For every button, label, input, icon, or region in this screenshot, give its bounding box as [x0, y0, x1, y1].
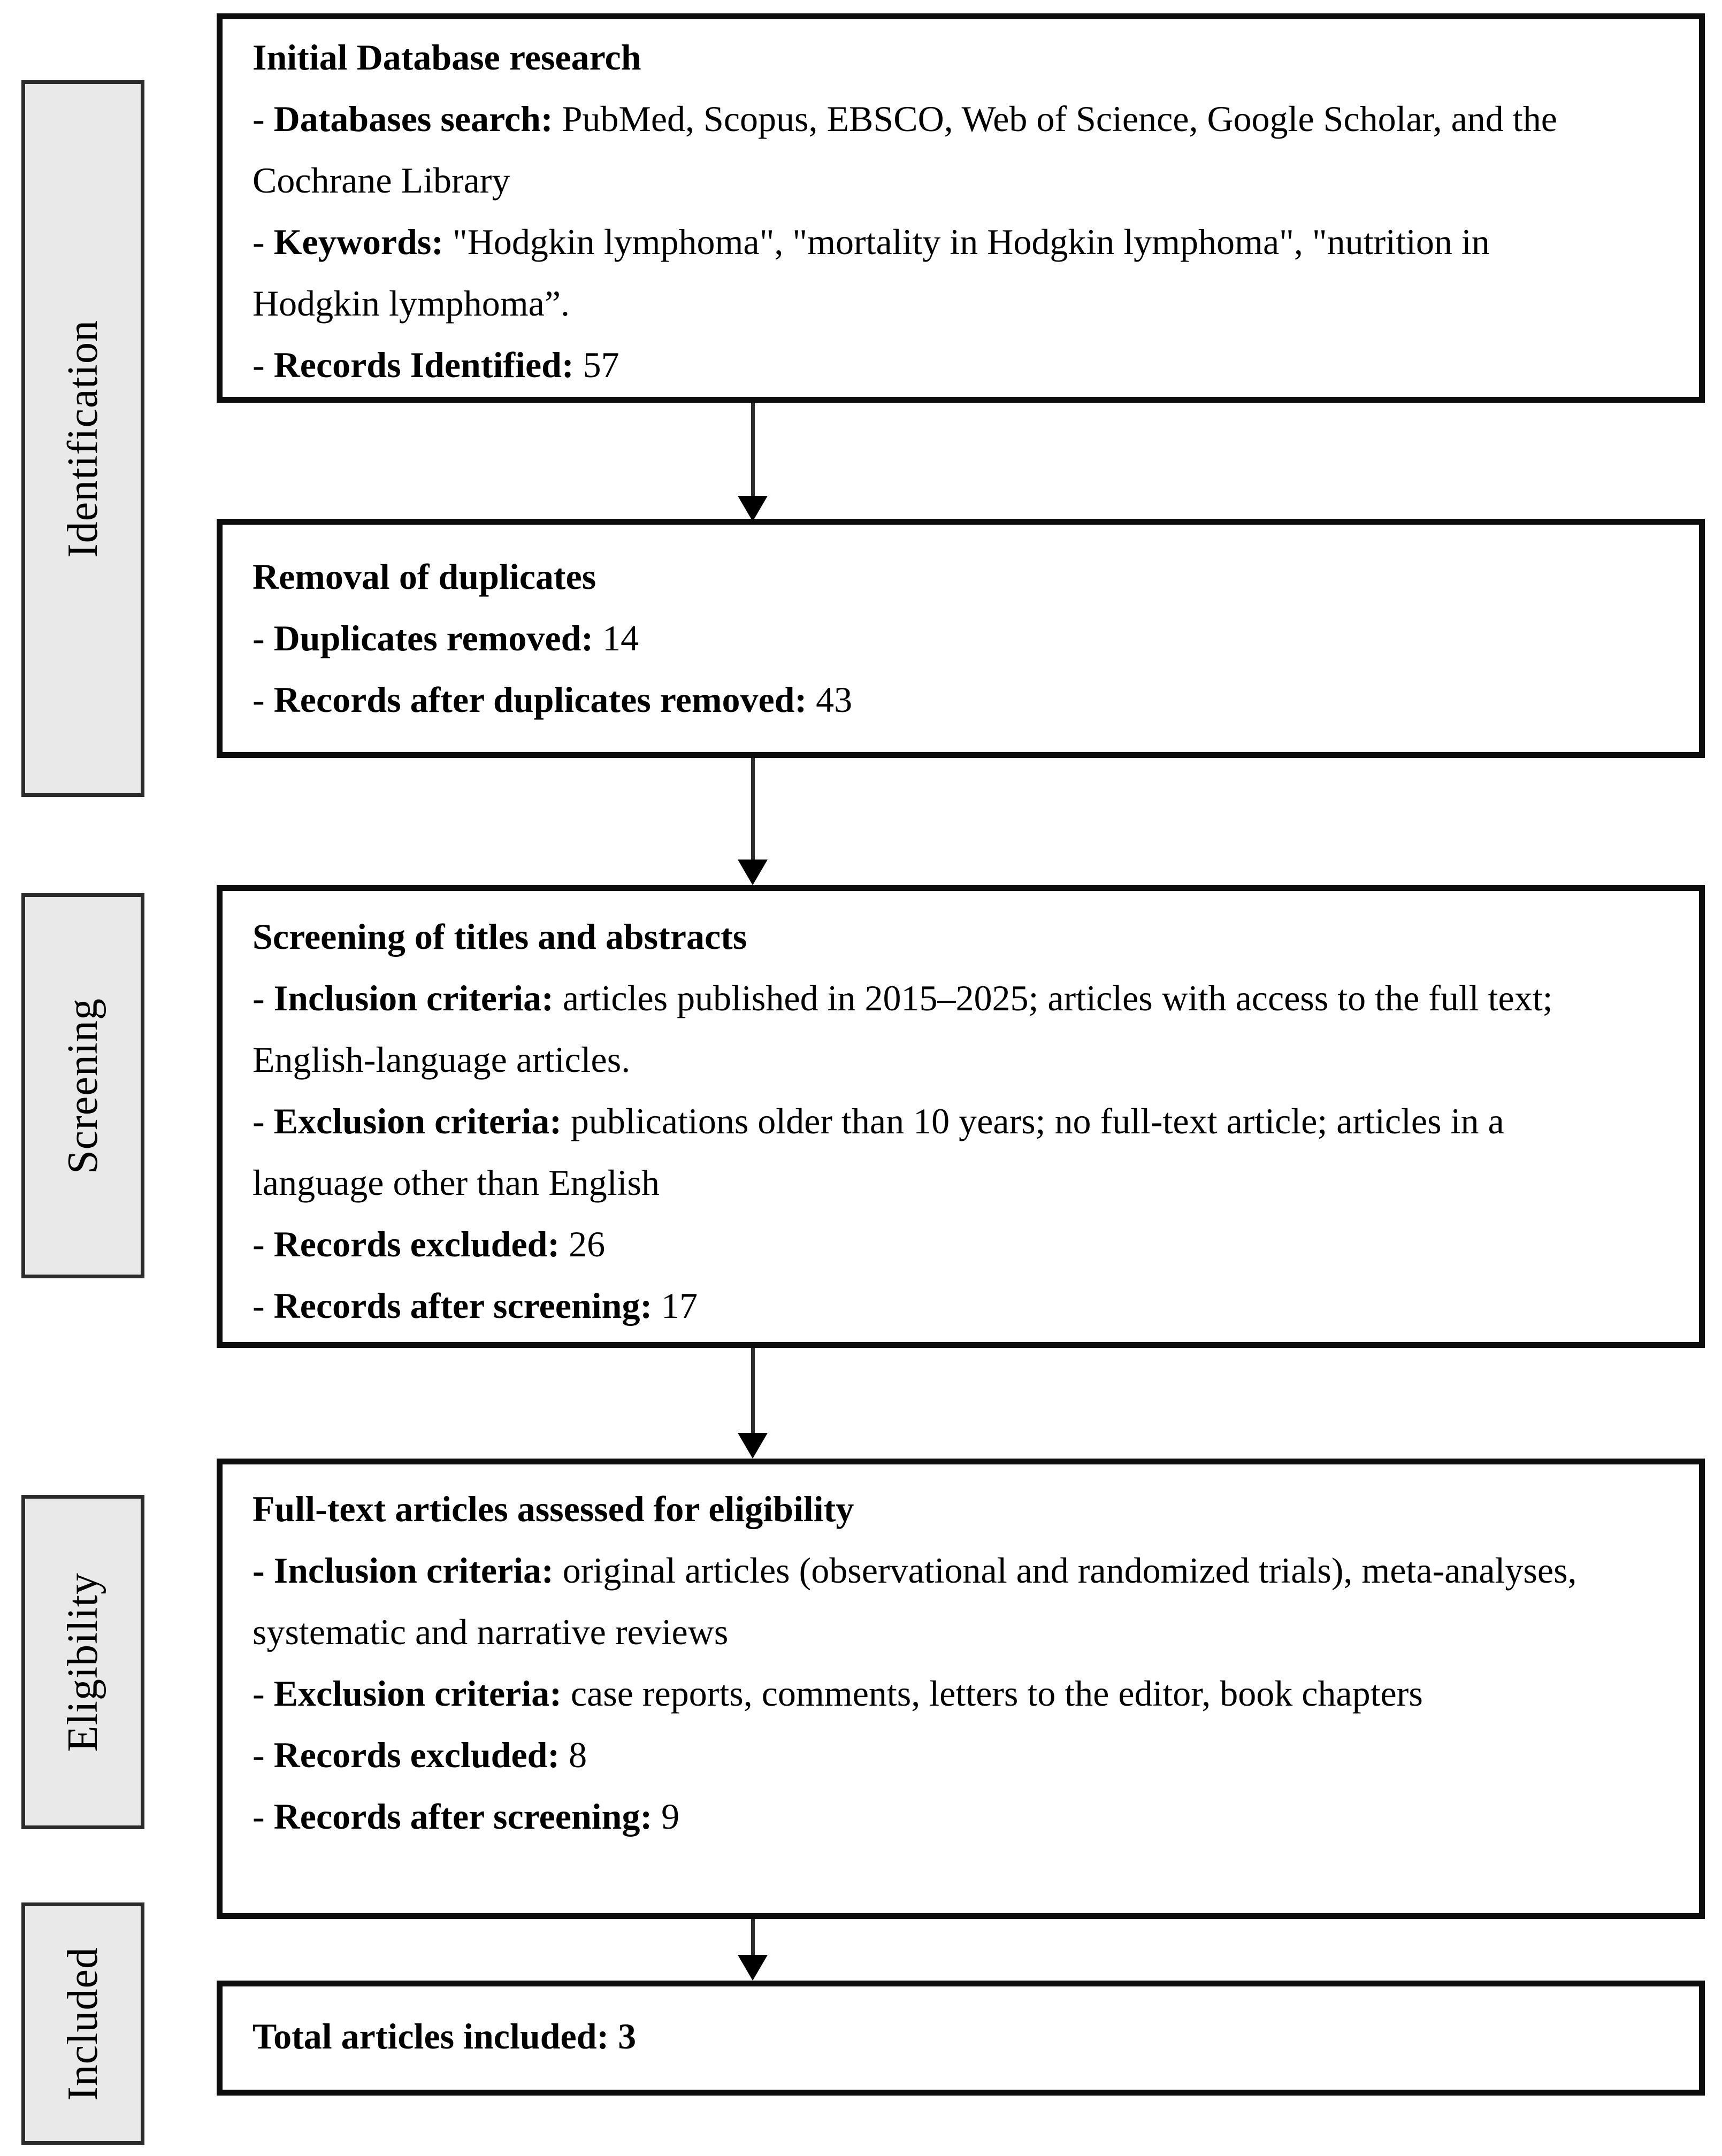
box-item: - Records excluded: 8	[252, 1735, 587, 1775]
box-initial-database-research: Initial Database research - Databases se…	[217, 13, 1705, 403]
box-title: Removal of duplicates	[252, 556, 596, 597]
stage-label-text: Screening	[59, 998, 106, 1174]
box-items: - Inclusion criteria: articles published…	[252, 968, 1608, 1337]
arrow-shaft	[751, 1348, 755, 1440]
box-item: - Records after screening: 17	[252, 1285, 698, 1326]
box-title: Screening of titles and abstracts	[252, 916, 747, 957]
stage-label-included: Included	[21, 1902, 144, 2145]
arrow-shaft	[751, 1919, 755, 1962]
box-screening-titles-abstracts: Screening of titles and abstracts - Incl…	[217, 885, 1705, 1348]
box-items: - Duplicates removed: 14 - Records after …	[252, 608, 1608, 731]
box-item: - Records after duplicates removed: 43	[252, 679, 853, 720]
stage-label-eligibility: Eligibility	[21, 1495, 144, 1829]
box-item: - Duplicates removed: 14	[252, 618, 639, 658]
box-item: - Records after screening: 9	[252, 1796, 680, 1837]
flow-arrow-2	[737, 758, 769, 885]
stage-label-screening: Screening	[21, 893, 144, 1278]
box-total-included: Total articles included: 3	[217, 1981, 1705, 2096]
arrow-shaft	[751, 403, 755, 503]
box-item: - Exclusion criteria: case reports, comm…	[252, 1673, 1423, 1714]
stage-label-identification: Identification	[21, 80, 144, 797]
box-title: Full-text articles assessed for eligibil…	[252, 1489, 854, 1529]
stage-label-text: Eligibility	[59, 1572, 106, 1752]
box-item: - Inclusion criteria: original articles …	[252, 1550, 1577, 1652]
box-items: - Inclusion criteria: original articles …	[252, 1540, 1608, 1847]
box-title: Total articles included: 3	[252, 2016, 637, 2057]
box-item: - Records excluded: 26	[252, 1224, 606, 1264]
flow-arrow-4	[737, 1919, 769, 1981]
box-item: - Databases search: PubMed, Scopus, EBSC…	[252, 98, 1557, 201]
stage-label-text: Included	[59, 1946, 106, 2101]
box-title: Initial Database research	[252, 37, 641, 78]
arrow-head-icon	[738, 1955, 768, 1981]
box-removal-of-duplicates: Removal of duplicates - Duplicates remov…	[217, 519, 1705, 758]
box-items: - Databases search: PubMed, Scopus, EBSC…	[252, 88, 1608, 396]
box-item: - Keywords: "Hodgkin lymphoma", "mortali…	[252, 221, 1490, 324]
flow-arrow-1	[737, 403, 769, 521]
box-fulltext-eligibility: Full-text articles assessed for eligibil…	[217, 1459, 1705, 1919]
arrow-head-icon	[738, 496, 768, 521]
stage-label-text: Identification	[59, 319, 106, 558]
box-item: - Records Identified: 57	[252, 344, 619, 385]
arrow-head-icon	[738, 1433, 768, 1459]
box-item: - Inclusion criteria: articles published…	[252, 978, 1553, 1080]
box-item: - Exclusion criteria: publications older…	[252, 1101, 1504, 1203]
arrow-head-icon	[738, 860, 768, 885]
flow-arrow-3	[737, 1348, 769, 1459]
arrow-shaft	[751, 758, 755, 867]
